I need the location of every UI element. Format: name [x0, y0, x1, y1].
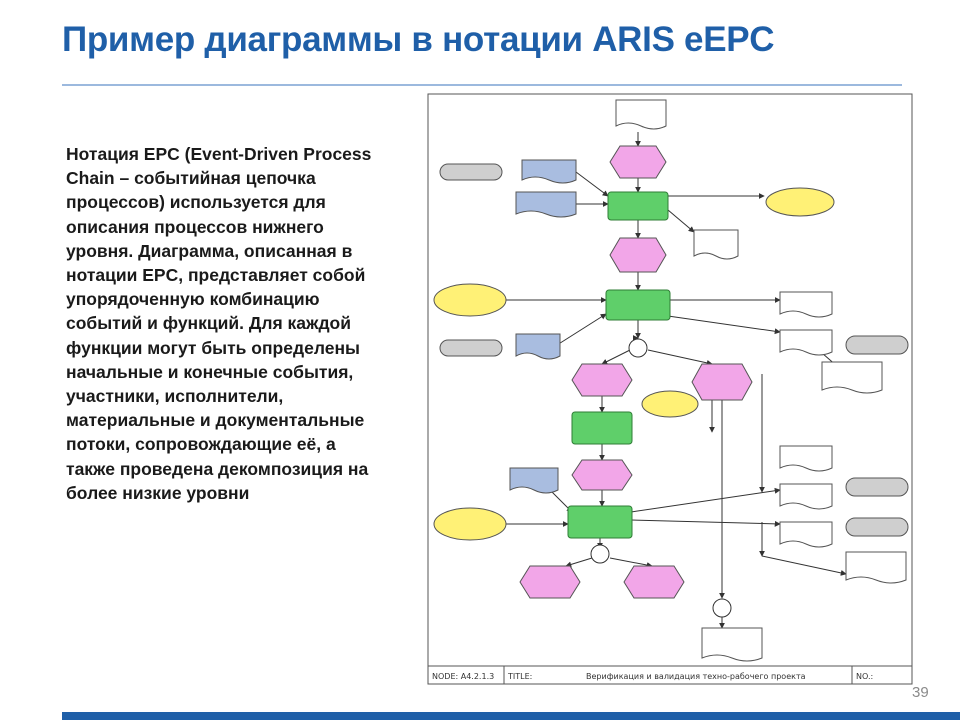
title-divider: [62, 84, 902, 86]
role-ellipse: [433, 283, 507, 317]
reference-shape: [701, 627, 763, 662]
footer-title-label: TITLE:: [507, 672, 532, 681]
document-shapes: [509, 99, 907, 662]
page-title: Пример диаграммы в нотации ARIS eEPC: [62, 20, 775, 59]
reference-shape: [779, 483, 833, 510]
function-shape: [605, 289, 671, 321]
reference-shape: [779, 445, 833, 472]
external-shape: [845, 477, 909, 497]
footer-bar: [62, 712, 960, 720]
function-shape: [571, 411, 633, 445]
description-text: Нотация EPC (Event-Driven Process Chain …: [66, 144, 372, 503]
page-number: 39: [912, 684, 929, 701]
reference-shape: [779, 521, 833, 548]
external-shape: [845, 335, 909, 355]
xor-connector: [590, 544, 610, 564]
document-shape: [515, 333, 561, 360]
reference-shape: [615, 99, 667, 130]
role-shapes: [433, 187, 835, 541]
footer-number-label: NO.:: [856, 672, 873, 681]
event-shape: [609, 145, 667, 179]
reference-shape: [779, 329, 833, 356]
event-shape: [691, 363, 753, 401]
flow-lines: [506, 132, 847, 629]
event-shape: [571, 459, 633, 491]
event-shape: [571, 363, 633, 397]
xor-connector: [712, 598, 732, 618]
footer-node: NODE: А4.2.1.3: [432, 672, 494, 681]
external-shape: [845, 517, 909, 537]
connector-shapes: [590, 338, 732, 618]
document-shape: [521, 159, 577, 184]
reference-shape: [779, 291, 833, 318]
epc-diagram: NODE: А4.2.1.3 TITLE: Верификация и вали…: [427, 93, 913, 685]
role-ellipse: [765, 187, 835, 217]
role-ellipse: [641, 390, 699, 418]
event-shapes: [519, 145, 753, 599]
event-shape: [623, 565, 685, 599]
function-shape: [567, 505, 633, 539]
external-shapes: [439, 163, 909, 537]
external-shape: [439, 163, 503, 181]
footer-title: Верификация и валидация техно-рабочего п…: [586, 672, 806, 681]
role-ellipse: [433, 507, 507, 541]
event-shape: [519, 565, 581, 599]
and-connector: [628, 338, 648, 358]
reference-shape: [693, 229, 739, 260]
diagram-footer: NODE: А4.2.1.3 TITLE: Верификация и вали…: [428, 665, 912, 684]
reference-shape: [821, 361, 883, 394]
external-shape: [439, 339, 503, 357]
event-shape: [609, 237, 667, 273]
function-shapes: [567, 191, 671, 539]
document-shape: [509, 467, 559, 494]
document-shape: [515, 191, 577, 218]
function-shape: [607, 191, 669, 221]
reference-shape: [845, 551, 907, 584]
